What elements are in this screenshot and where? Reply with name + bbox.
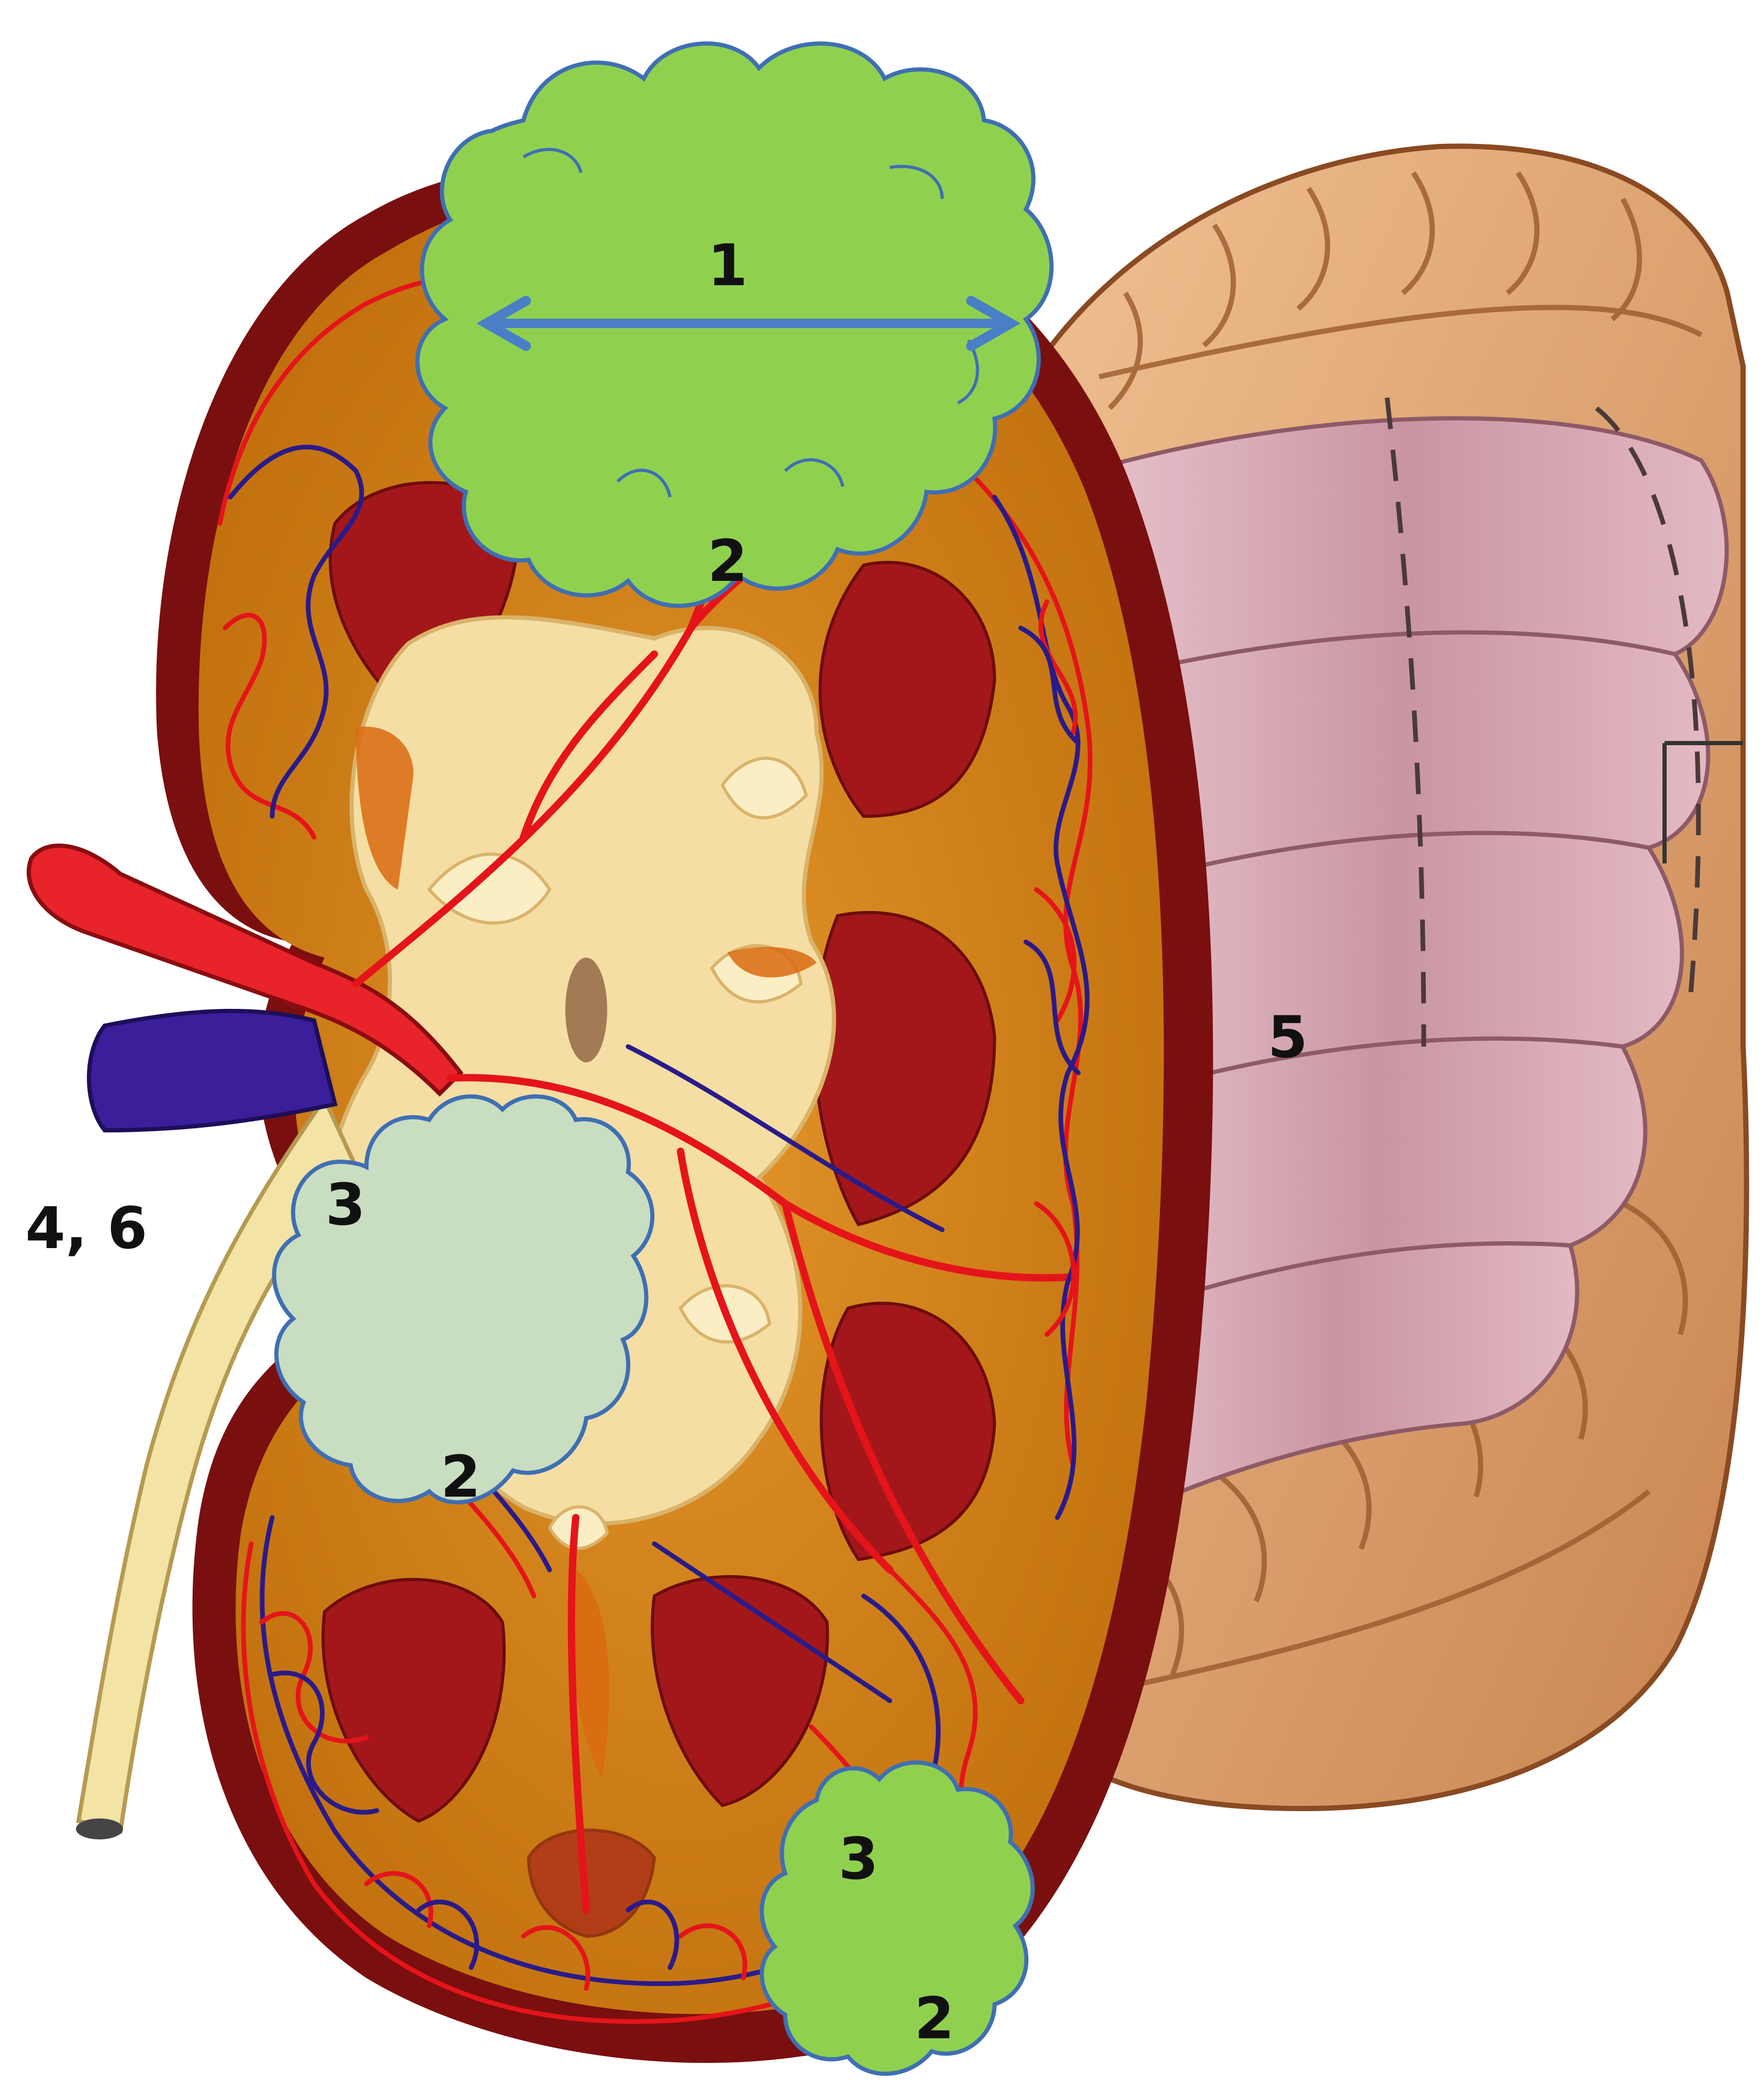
- label-tumor-top-invasion: 2: [708, 527, 748, 594]
- ureter-cut-end: [76, 1818, 123, 1839]
- label-vessels-ureter: 4, 6: [25, 1195, 147, 1262]
- label-tumor-size: 1: [708, 232, 748, 299]
- label-tumor-hilum-invasion: 2: [441, 1443, 481, 1510]
- hilar-fat: [565, 958, 607, 1062]
- label-adjacent-organs: 5: [1268, 1004, 1308, 1071]
- label-tumor-bottom-node: 3: [839, 1825, 879, 1892]
- tumor-bottom: 3 2: [762, 1762, 1033, 2074]
- label-tumor-bottom-invasion: 2: [914, 1985, 955, 2052]
- tumor-bottom-cloud: [762, 1762, 1033, 2074]
- label-tumor-hilum-node: 3: [326, 1171, 366, 1238]
- renal-vein: [89, 1011, 335, 1130]
